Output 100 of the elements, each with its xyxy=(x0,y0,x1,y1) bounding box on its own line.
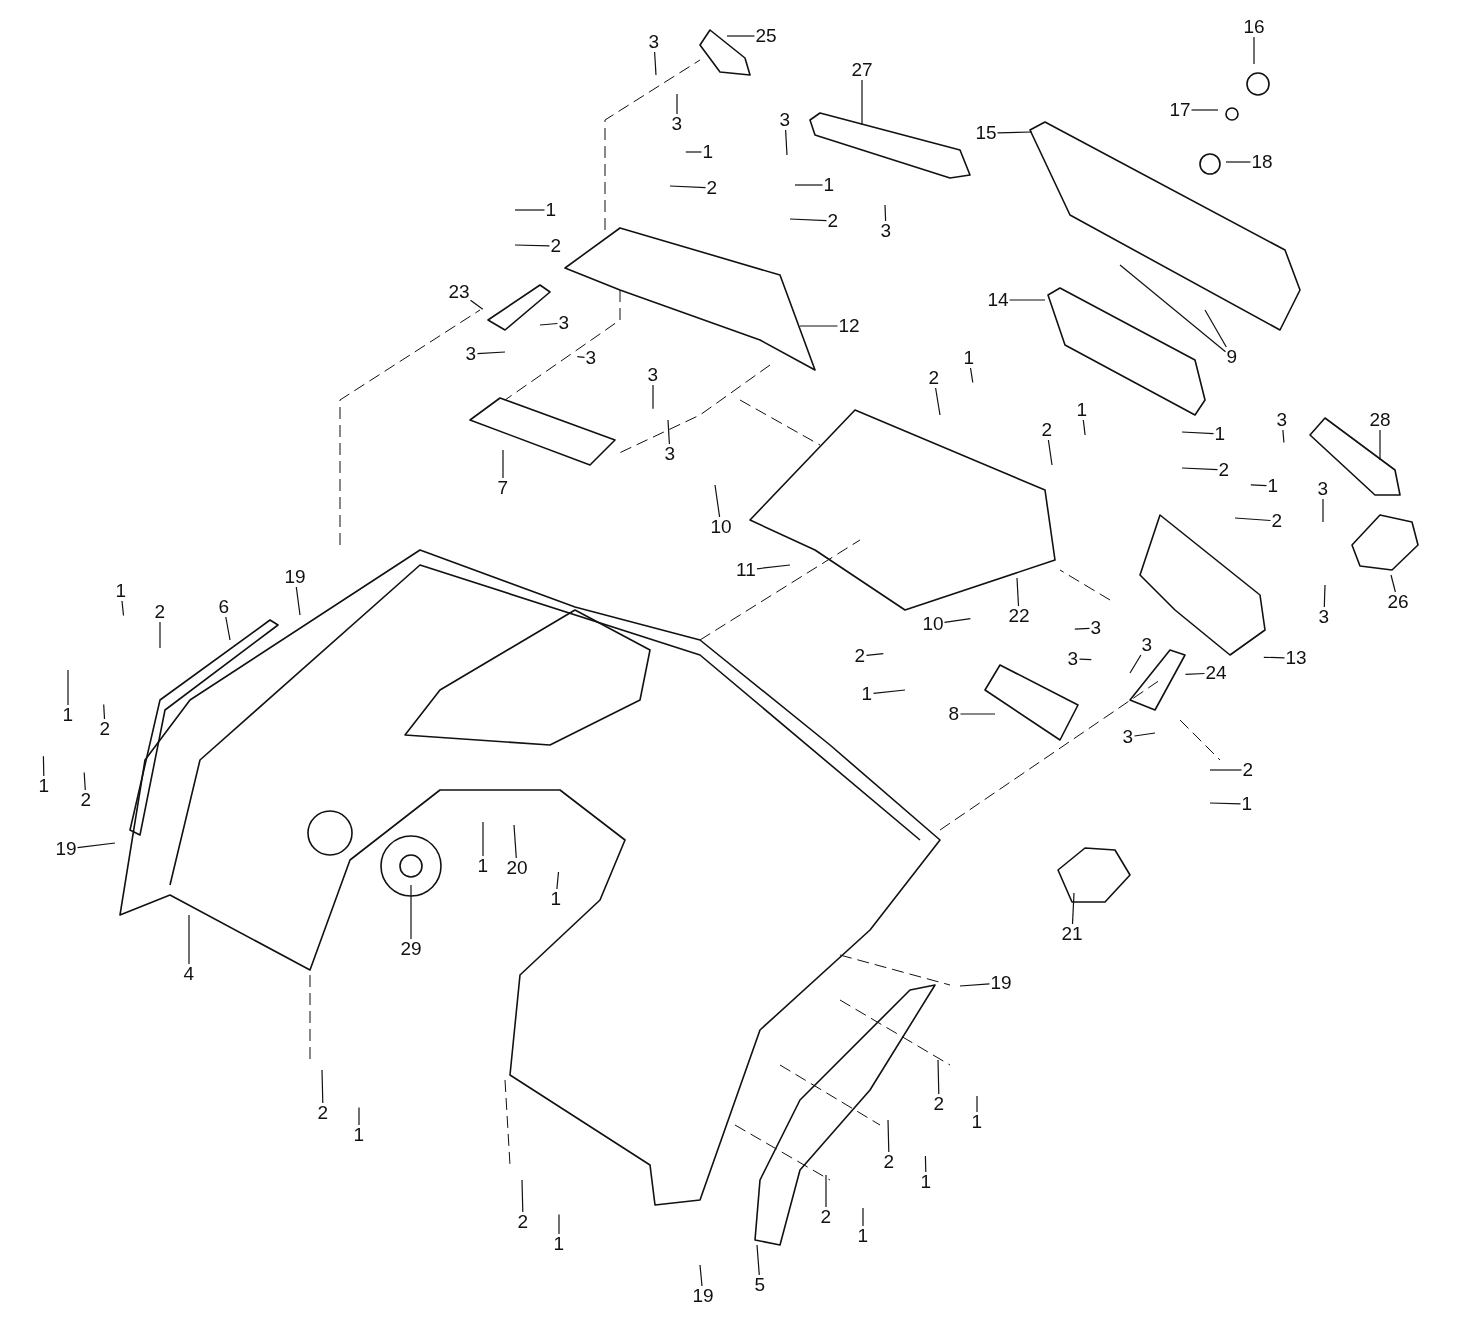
callout-number: 22 xyxy=(1007,606,1031,626)
leader-line xyxy=(1190,109,1219,111)
leader-line xyxy=(872,689,906,694)
leader-line xyxy=(865,653,884,656)
leader-line xyxy=(1133,732,1156,737)
callout-number: 10 xyxy=(921,614,945,634)
callout-number: 1 xyxy=(1075,400,1089,420)
callout-number: 2 xyxy=(826,211,840,231)
leader-line xyxy=(476,351,506,355)
leader-line xyxy=(321,1069,324,1104)
callout-number: 19 xyxy=(691,1286,715,1306)
callout-number: 2 xyxy=(853,646,867,666)
callout-number: 3 xyxy=(1121,727,1135,747)
leader-line xyxy=(1322,498,1324,523)
leader-line xyxy=(83,771,86,791)
leader-line xyxy=(1204,309,1227,348)
leader-line xyxy=(862,1207,864,1227)
leader-line xyxy=(482,821,484,857)
leader-line xyxy=(1008,299,1046,301)
leader-line xyxy=(103,703,106,720)
callout-number: 3 xyxy=(646,365,660,385)
callout-number: 3 xyxy=(1089,618,1103,638)
leader-line xyxy=(1181,467,1219,471)
leader-line xyxy=(794,184,824,186)
leader-line xyxy=(159,621,161,649)
leader-line xyxy=(539,322,559,326)
leader-line xyxy=(1181,431,1215,435)
callout-number: 2 xyxy=(882,1152,896,1172)
leader-line xyxy=(1209,802,1242,805)
callout-number: 28 xyxy=(1368,410,1392,430)
leader-line xyxy=(502,449,504,479)
leader-line xyxy=(1129,654,1142,674)
callout-number: 19 xyxy=(283,567,307,587)
leader-line xyxy=(685,151,703,153)
callout-number: 15 xyxy=(974,123,998,143)
leader-line xyxy=(825,1174,827,1208)
leader-line xyxy=(652,384,654,410)
callout-number: 1 xyxy=(1213,424,1227,444)
callout-number: 3 xyxy=(1140,635,1154,655)
callout-number: 19 xyxy=(989,973,1013,993)
leader-line xyxy=(576,356,586,358)
callout-number: 16 xyxy=(1242,17,1266,37)
callout-number: 3 xyxy=(879,221,893,241)
callout-number: 3 xyxy=(1275,410,1289,430)
callout-number: 2 xyxy=(153,602,167,622)
callout-number: 2 xyxy=(1040,420,1054,440)
callout-number: 6 xyxy=(217,597,231,617)
callout-number: 1 xyxy=(919,1172,933,1192)
leader-line xyxy=(887,1119,890,1153)
callout-number: 18 xyxy=(1250,152,1274,172)
callout-number: 21 xyxy=(1060,924,1084,944)
callout-number: 1 xyxy=(1266,476,1280,496)
leader-line xyxy=(1078,658,1092,661)
leader-line xyxy=(667,419,670,445)
leader-line xyxy=(76,842,116,849)
leader-line xyxy=(1082,419,1086,436)
callout-number: 25 xyxy=(754,26,778,46)
callout-number: 2 xyxy=(1241,760,1255,780)
callout-number: 1 xyxy=(476,856,490,876)
leader-line xyxy=(513,824,517,859)
callout-number: 4 xyxy=(182,964,196,984)
leader-line xyxy=(756,564,791,570)
callout-number: 10 xyxy=(709,517,733,537)
leader-line xyxy=(669,185,707,189)
leader-line xyxy=(726,35,756,37)
callout-number: 1 xyxy=(856,1226,870,1246)
leader-line xyxy=(469,299,484,310)
callout-number: 24 xyxy=(1204,663,1228,683)
leader-line xyxy=(1379,429,1381,461)
callout-number: 1 xyxy=(860,684,874,704)
leader-line xyxy=(1323,584,1326,608)
callout-number: 2 xyxy=(927,368,941,388)
callout-number: 2 xyxy=(1217,460,1231,480)
leader-line xyxy=(714,484,721,518)
callout-number: 2 xyxy=(79,790,93,810)
callout-number: 3 xyxy=(1317,607,1331,627)
callout-number: 1 xyxy=(549,889,563,909)
callout-number: 9 xyxy=(1225,347,1239,367)
leader-line xyxy=(654,51,657,76)
leader-line xyxy=(799,325,839,327)
leader-line xyxy=(1250,484,1268,487)
callout-number: 1 xyxy=(701,142,715,162)
leader-line xyxy=(884,204,887,222)
leader-line xyxy=(521,1179,524,1213)
leader-line xyxy=(556,871,560,890)
leader-line xyxy=(1047,439,1053,466)
callout-number: 3 xyxy=(1066,649,1080,669)
leader-line xyxy=(1263,656,1286,659)
callout-number: 2 xyxy=(98,719,112,739)
leader-line xyxy=(861,79,863,126)
callout-number: 1 xyxy=(1240,794,1254,814)
leader-line xyxy=(699,1264,703,1287)
leader-line xyxy=(514,244,551,247)
callout-number: 1 xyxy=(61,705,75,725)
leader-line xyxy=(959,713,996,715)
leader-line xyxy=(976,1095,978,1113)
leader-line xyxy=(1071,892,1075,925)
callout-number: 2 xyxy=(932,1094,946,1114)
leader-line xyxy=(785,129,788,156)
callout-number: 1 xyxy=(37,776,51,796)
